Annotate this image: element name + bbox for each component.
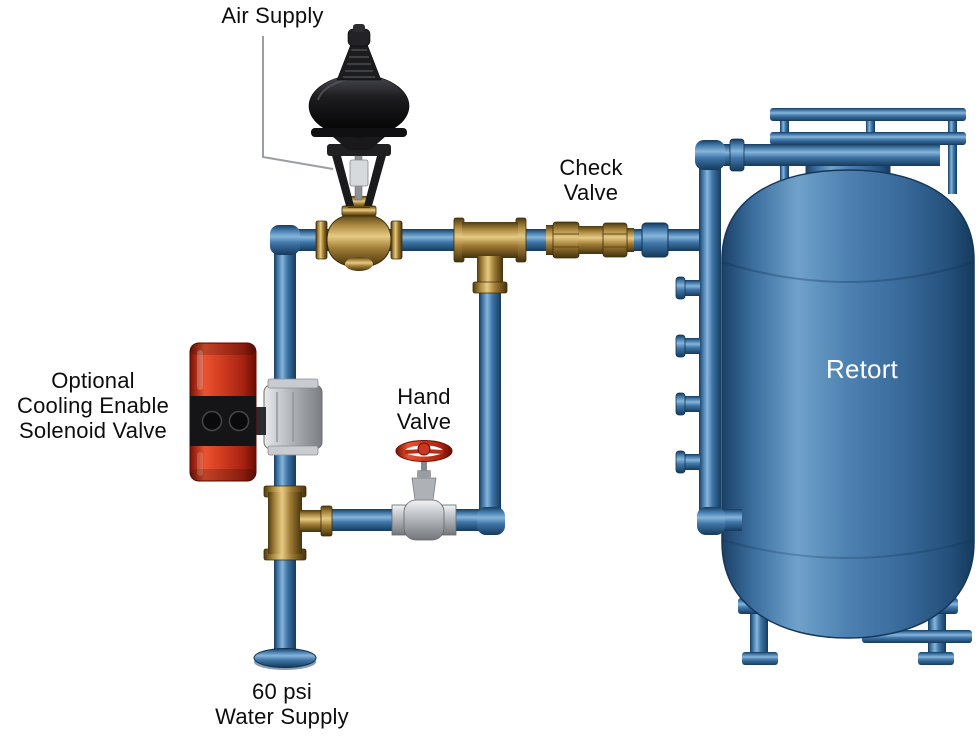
yoke-leg	[364, 152, 387, 206]
tee-bell	[472, 281, 508, 294]
hex-facets	[553, 233, 627, 248]
pipe-elbow	[477, 507, 505, 535]
check-valve-nipple	[626, 228, 634, 252]
pipe-elbow	[697, 507, 725, 535]
sparger-pipe	[699, 146, 721, 532]
sparger-stub	[682, 396, 700, 412]
hand-valve-bonnet	[411, 477, 437, 501]
inline-tee-fitting	[453, 217, 527, 294]
railing-bar	[770, 108, 966, 121]
hand-valve-label: Hand Valve	[381, 384, 467, 434]
water-supply-inlet-flange	[253, 648, 317, 668]
sparger-stub	[682, 454, 700, 470]
diaphragm-actuator	[308, 24, 410, 206]
tee-barrel	[462, 222, 518, 258]
actuator-highlight	[197, 452, 203, 476]
retort-label: Retort	[825, 354, 898, 384]
water-supply-label-line1: 60 psi	[252, 679, 312, 704]
solenoid-label-line1: Optional	[51, 368, 135, 393]
hand-valve-label-line2: Valve	[396, 409, 452, 434]
top-pipe	[699, 144, 940, 166]
railing-bar	[770, 132, 966, 145]
sparger-stub-cap	[675, 334, 686, 358]
valve-flange	[315, 220, 328, 260]
pipe-elbow	[695, 140, 725, 170]
retort-assembly	[721, 108, 975, 665]
actuator-port	[228, 410, 250, 432]
sparger-stub-cap	[675, 276, 686, 300]
bypass-tee-fitting	[263, 485, 333, 561]
water-supply-label: 60 psi Water Supply	[196, 679, 368, 729]
handwheel-hub	[417, 442, 431, 456]
railing-post	[948, 110, 957, 194]
bypass-pipe	[479, 251, 501, 531]
pipe-coupling	[641, 222, 669, 258]
actuator-cap-top	[353, 24, 365, 32]
tee-branch	[300, 510, 324, 532]
pipe-elbow	[270, 225, 300, 255]
tee-branch	[477, 256, 503, 284]
gland-nut	[417, 470, 431, 479]
travel-indicator	[349, 159, 369, 187]
stand-foot	[918, 652, 954, 665]
valve-body-flange	[267, 378, 319, 389]
check-valve-label: Check Valve	[548, 155, 634, 205]
solenoid-label-line3: Solenoid Valve	[19, 418, 167, 443]
dome-flange	[311, 128, 407, 137]
tee-barrel	[268, 492, 302, 554]
check-valve	[546, 221, 634, 259]
check-valve-label-line2: Valve	[563, 180, 619, 205]
check-valve-label-line1: Check	[559, 155, 623, 180]
solenoid-valve-label: Optional Cooling Enable Solenoid Valve	[0, 368, 186, 443]
check-valve-body	[578, 226, 604, 254]
head-seam	[721, 539, 975, 559]
valve-boss	[345, 257, 373, 271]
stand-foot	[742, 652, 778, 665]
solenoid-valve	[189, 342, 323, 482]
actuator-dome	[308, 74, 410, 138]
actuator-shade	[190, 469, 256, 481]
head-seam	[721, 261, 975, 283]
actuator-shade	[190, 343, 256, 355]
pipe-union	[729, 138, 745, 172]
sparger-stub	[682, 338, 700, 354]
solenoid-label-line2: Cooling Enable	[16, 393, 170, 418]
tee-bell	[320, 505, 333, 537]
actuator-lower-cone	[332, 136, 386, 150]
control-valve	[315, 196, 403, 271]
yoke-leg	[331, 152, 354, 206]
valve-flange	[390, 220, 403, 260]
air-supply-leader-line	[262, 36, 334, 170]
sparger-stub-cap	[675, 450, 686, 474]
retort-vessel	[721, 169, 975, 639]
water-supply-label-line2: Water Supply	[215, 704, 349, 729]
sparger-stub-cap	[675, 392, 686, 416]
cone-ribs	[343, 49, 375, 78]
body-ribs	[276, 392, 310, 442]
actuator-port	[201, 410, 223, 432]
hand-valve-body	[403, 499, 445, 541]
hand-valve-label-line1: Hand	[397, 384, 451, 409]
sparger-stub	[682, 280, 700, 296]
valve-body-flange	[267, 445, 319, 456]
check-valve-hex	[552, 221, 580, 259]
check-valve-hex	[602, 222, 628, 258]
air-supply-label: Air Supply	[221, 3, 324, 28]
hand-valve	[391, 440, 457, 541]
check-valve-nipple	[546, 225, 554, 255]
actuator-highlight	[197, 350, 203, 390]
